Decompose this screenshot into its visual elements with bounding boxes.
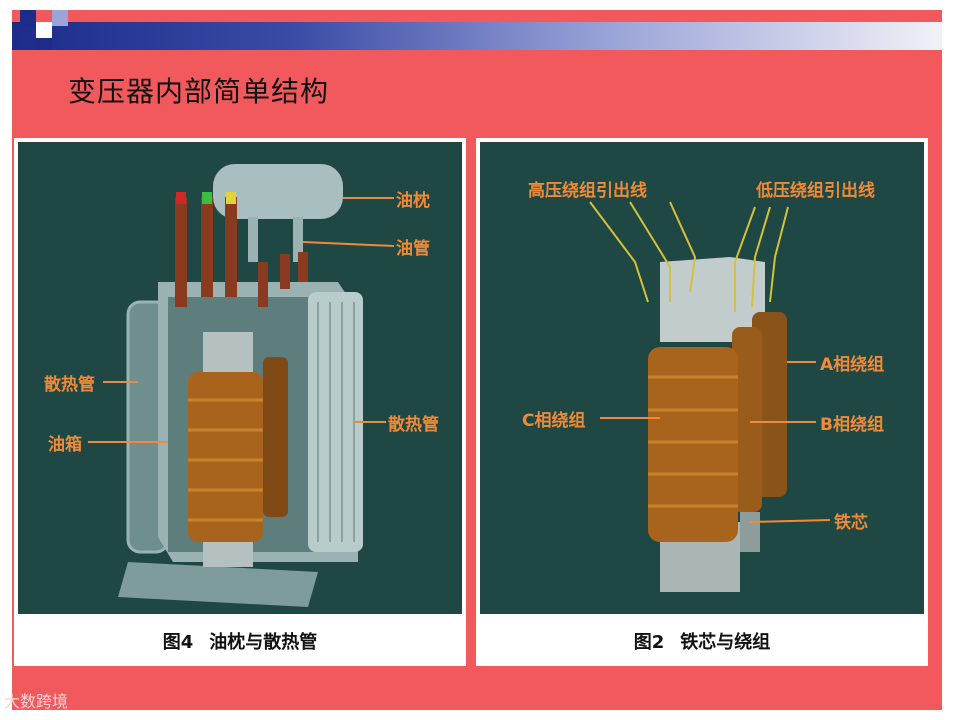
decor-square — [20, 10, 36, 26]
lv-bushing — [298, 252, 308, 282]
decor-square — [36, 38, 52, 50]
label-oil-conservator: 油枕 — [396, 186, 430, 211]
hv-bushing — [201, 197, 213, 297]
label-b-winding: B相绕组 — [820, 410, 884, 435]
figure4-caption-num: 图4 — [163, 628, 194, 654]
decor-square — [36, 22, 52, 38]
core-winding-illustration — [480, 142, 924, 614]
header-band — [12, 22, 942, 50]
slide: 变压器内部简单结构 — [12, 10, 942, 710]
base-rail — [118, 562, 318, 607]
figure2-caption: 图2 铁芯与绕组 — [476, 618, 928, 664]
slide-title: 变压器内部简单结构 — [68, 70, 329, 110]
leader-line — [303, 242, 394, 246]
winding-coil — [188, 372, 263, 542]
figure2-panel: 高压绕组引出线 低压绕组引出线 A相绕组 C相绕组 B相绕组 铁芯 图2 铁芯与… — [476, 138, 928, 666]
decor-square — [52, 10, 68, 26]
hv-bushing — [175, 197, 187, 307]
label-hv-leads: 高压绕组引出线 — [528, 176, 647, 201]
label-radiator-left: 散热管 — [44, 370, 95, 395]
figure2-caption-num: 图2 — [634, 628, 665, 654]
label-radiator-right: 散热管 — [388, 410, 439, 435]
figure2-scene: 高压绕组引出线 低压绕组引出线 A相绕组 C相绕组 B相绕组 铁芯 — [480, 142, 924, 614]
lv-bushing — [258, 262, 268, 307]
figure2-caption-text: 铁芯与绕组 — [680, 628, 770, 654]
winding-coil-back — [263, 357, 288, 517]
label-c-winding: C相绕组 — [522, 406, 585, 431]
label-oil-tank: 油箱 — [48, 430, 82, 455]
figure4-panel: 油枕 油管 散热管 油箱 散热管 图4 油枕与散热管 — [14, 138, 466, 666]
figure4-caption: 图4 油枕与散热管 — [14, 618, 466, 664]
label-lv-leads: 低压绕组引出线 — [756, 176, 875, 201]
label-core: 铁芯 — [834, 508, 868, 533]
figure4-caption-text: 油枕与散热管 — [209, 628, 317, 654]
lv-lead — [770, 207, 788, 302]
hv-bushing — [225, 197, 237, 297]
label-a-winding: A相绕组 — [820, 350, 884, 375]
lv-bushing — [280, 254, 290, 289]
watermark: 大数跨境 — [4, 688, 68, 712]
label-oil-pipe: 油管 — [396, 234, 430, 259]
leader-line — [750, 520, 830, 522]
figure4-scene: 油枕 油管 散热管 油箱 散热管 — [18, 142, 462, 614]
